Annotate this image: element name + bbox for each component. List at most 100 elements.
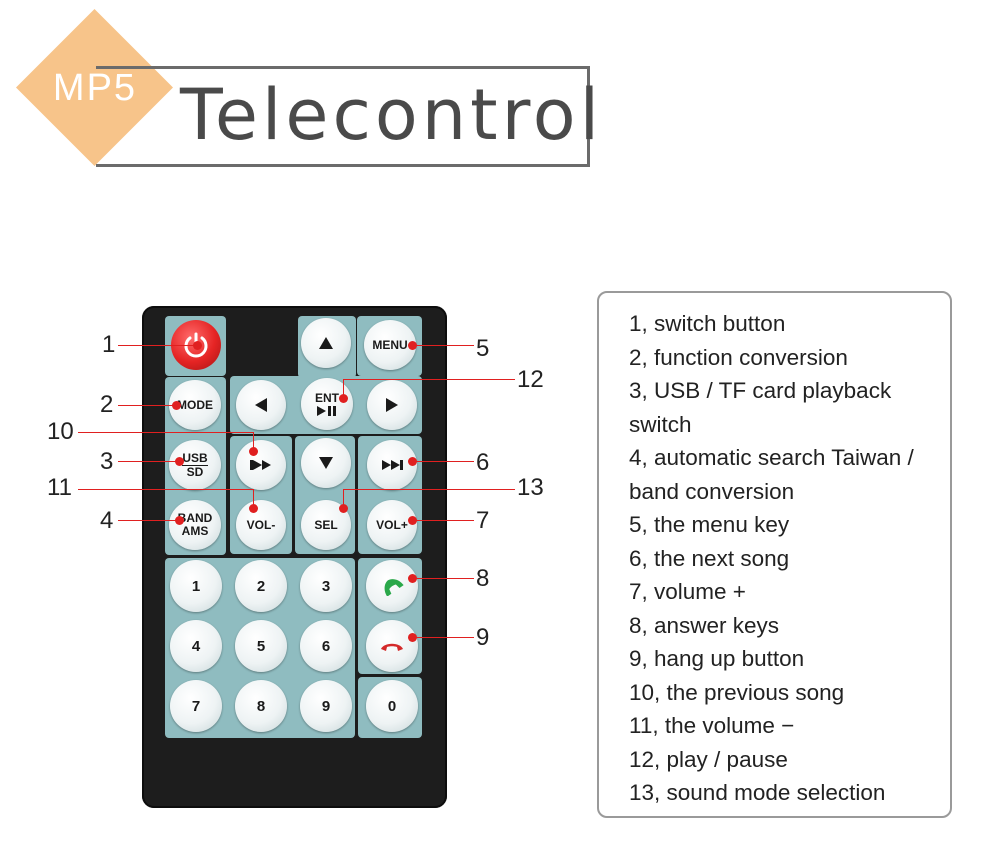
- legend-line: switch: [629, 411, 692, 437]
- arrow-right-icon: [386, 398, 398, 412]
- previous-button[interactable]: [236, 440, 286, 490]
- legend-line: 4, automatic search Taiwan /: [629, 445, 914, 470]
- legend-line: band conversion: [629, 478, 795, 504]
- right-button[interactable]: [367, 380, 417, 430]
- legend-line: 3, USB / TF card playback: [629, 378, 892, 403]
- callout-dot-12: [339, 394, 348, 403]
- callout-dot-5: [408, 341, 417, 350]
- callout-label-11: 11: [47, 474, 72, 501]
- legend-line: 6, the next song: [629, 545, 790, 571]
- badge-label: MP5: [52, 66, 138, 109]
- callout-label-4: 4: [100, 507, 114, 534]
- callout-dot-4: [175, 516, 184, 525]
- callout-label-10: 10: [47, 418, 74, 445]
- sd-label: SD: [186, 464, 204, 479]
- legend-list: 1, switch button 2, function conversion …: [629, 307, 954, 810]
- callout-vline-12: [343, 379, 344, 397]
- arrow-down-icon: [319, 457, 333, 469]
- callout-vline-10: [253, 432, 254, 450]
- callout-line-10: [78, 432, 254, 433]
- callout-label-13: 13: [517, 474, 544, 501]
- legend-line: 2, function conversion: [629, 344, 848, 370]
- legend-box: 1, switch button 2, function conversion …: [597, 291, 952, 818]
- answer-button[interactable]: [366, 560, 418, 612]
- callout-dot-11: [249, 504, 258, 513]
- mode-button[interactable]: MODE: [169, 380, 221, 430]
- previous-track-icon: [250, 460, 271, 470]
- callout-dot-13: [339, 504, 348, 513]
- legend-line: 11, the volume −: [629, 713, 795, 738]
- callout-line-13: [343, 489, 515, 490]
- callout-vline-11: [253, 489, 254, 507]
- callout-line-8: [412, 578, 474, 579]
- callout-line-7: [412, 520, 474, 521]
- band-label: BAND: [177, 511, 213, 525]
- digit-6-button[interactable]: 6: [300, 620, 352, 672]
- callout-label-9: 9: [476, 624, 490, 651]
- next-button[interactable]: [367, 440, 417, 490]
- callout-dot-9: [408, 633, 417, 642]
- volume-up-button[interactable]: VOL+: [367, 500, 417, 550]
- title-frame: [96, 66, 590, 167]
- hang-up-phone-icon: [381, 643, 403, 651]
- ams-label: AMS: [181, 524, 209, 538]
- callout-label-5: 5: [476, 335, 490, 362]
- callout-label-2: 2: [100, 391, 114, 418]
- callout-label-1: 1: [102, 331, 116, 358]
- callout-dot-10: [249, 447, 258, 456]
- down-button[interactable]: [301, 438, 351, 488]
- page-title: Telecontrol: [180, 74, 604, 156]
- band-ams-button[interactable]: BAND AMS: [169, 500, 221, 550]
- menu-button[interactable]: MENU: [364, 320, 416, 370]
- callout-line-6: [412, 461, 474, 462]
- enter-play-pause-button[interactable]: ENT: [301, 378, 353, 430]
- arrow-left-icon: [255, 398, 267, 412]
- callout-vline-13: [343, 489, 344, 507]
- callout-label-12: 12: [517, 366, 544, 393]
- digit-2-button[interactable]: 2: [235, 560, 287, 612]
- digit-9-button[interactable]: 9: [300, 680, 352, 732]
- ent-label: ENT: [315, 390, 339, 405]
- legend-line: 13, sound mode selection: [629, 780, 886, 805]
- legend-line: 5, the menu key: [629, 512, 790, 537]
- callout-line-1: [118, 345, 198, 346]
- legend-line: 9, hang up button: [629, 646, 805, 671]
- up-button[interactable]: [301, 318, 351, 368]
- callout-line-12: [343, 379, 515, 380]
- callout-label-6: 6: [476, 449, 490, 476]
- callout-dot-2: [172, 401, 181, 410]
- callout-line-2: [118, 405, 178, 406]
- digit-3-button[interactable]: 3: [300, 560, 352, 612]
- digit-0-button[interactable]: 0: [366, 680, 418, 732]
- callout-line-5: [412, 345, 474, 346]
- answer-phone-icon: [384, 579, 404, 596]
- callout-line-9: [412, 637, 474, 638]
- legend-line: 10, the previous song: [629, 679, 845, 705]
- callout-dot-7: [408, 516, 417, 525]
- digit-8-button[interactable]: 8: [235, 680, 287, 732]
- hang-up-button[interactable]: [366, 620, 418, 672]
- usb-label: USB: [182, 450, 208, 466]
- callout-line-3: [118, 461, 180, 462]
- arrow-up-icon: [319, 337, 333, 349]
- callout-line-11: [78, 489, 254, 490]
- legend-line: 8, answer keys: [629, 612, 780, 638]
- mp5-badge: MP5: [16, 9, 173, 166]
- callout-label-7: 7: [476, 507, 490, 534]
- callout-dot-8: [408, 574, 417, 583]
- digit-7-button[interactable]: 7: [170, 680, 222, 732]
- volume-down-button[interactable]: VOL-: [236, 500, 286, 550]
- callout-line-4: [118, 520, 180, 521]
- digit-5-button[interactable]: 5: [235, 620, 287, 672]
- digit-4-button[interactable]: 4: [170, 620, 222, 672]
- legend-line: 1, switch button: [629, 311, 786, 336]
- legend-line: 12, play / pause: [629, 746, 788, 772]
- left-button[interactable]: [236, 380, 286, 430]
- callout-label-8: 8: [476, 565, 490, 592]
- callout-dot-1: [193, 341, 202, 350]
- legend-line: 7, volume +: [629, 579, 746, 604]
- digit-1-button[interactable]: 1: [170, 560, 222, 612]
- play-pause-icon: [317, 405, 336, 416]
- next-track-icon: [382, 460, 403, 470]
- callout-dot-6: [408, 457, 417, 466]
